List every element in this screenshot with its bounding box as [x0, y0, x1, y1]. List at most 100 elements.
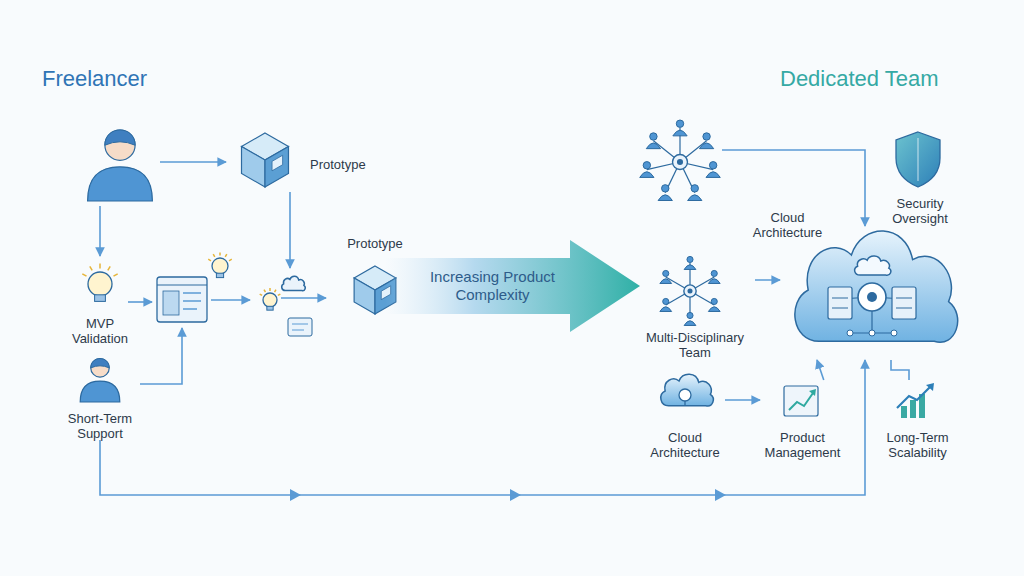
- flow-line: [140, 328, 182, 384]
- person-head: [663, 298, 669, 304]
- person-body: [88, 167, 153, 201]
- server-slot: [832, 298, 848, 299]
- flow-line: [211, 299, 250, 301]
- prototype-cube: Prototype: [230, 125, 380, 195]
- person-head: [691, 185, 698, 192]
- circuit-dot: [869, 330, 875, 336]
- person-head: [105, 130, 135, 160]
- node-label: Long-Term Scalability: [875, 430, 960, 460]
- node-label: MVP Validation: [60, 316, 140, 346]
- node-label: Product Management: [760, 430, 845, 460]
- trend-arrowhead: [809, 389, 816, 396]
- document-icon: [288, 318, 312, 336]
- person-head: [643, 162, 650, 169]
- growth-bar: [910, 400, 916, 418]
- network-hub: [684, 285, 696, 297]
- bulb-base: [216, 273, 223, 277]
- cube-left: [354, 278, 375, 314]
- bulb-glass: [212, 258, 228, 274]
- window-text-line: [183, 300, 201, 302]
- chart-frame: [784, 386, 818, 416]
- growth-chart: Long-Term Scalability: [875, 380, 960, 460]
- light-ray: [278, 294, 280, 295]
- window-header: [157, 285, 207, 286]
- node-label: Short-Term Support: [55, 411, 145, 441]
- arrow-shape: [385, 240, 640, 332]
- person-body: [684, 321, 696, 326]
- light-ray: [114, 274, 118, 276]
- growth-arrowhead: [926, 383, 934, 391]
- person-head: [91, 359, 109, 377]
- node-label: Cloud Architecture: [735, 210, 840, 240]
- cloud-stem: [684, 401, 685, 406]
- trend-line: [789, 393, 813, 410]
- growth-bar: [901, 406, 907, 418]
- node-label: Increasing Product Complexity: [410, 268, 575, 304]
- server-slot: [896, 298, 912, 299]
- person-head: [687, 256, 693, 262]
- server-slot: [832, 308, 848, 309]
- circuit-dot: [847, 330, 853, 336]
- section-heading: Dedicated Team: [780, 66, 939, 92]
- window-text-line: [183, 292, 201, 294]
- person-head: [711, 270, 717, 276]
- light-ray: [90, 266, 92, 270]
- person-body: [646, 143, 660, 149]
- node-label: Prototype: [330, 236, 420, 251]
- cube-panel: [272, 155, 283, 171]
- window-frame: [157, 277, 207, 322]
- person-body: [660, 307, 672, 312]
- cube-left: [242, 147, 265, 188]
- cloud-hub: [858, 283, 886, 311]
- connector-arrow: [891, 360, 909, 380]
- direction-chevron: [510, 489, 521, 501]
- network-hub-core: [677, 159, 683, 165]
- support-person: Short-Term Support: [55, 355, 145, 440]
- flow-line: [160, 161, 226, 163]
- window-text-line: [183, 308, 197, 310]
- bulb-base: [95, 295, 106, 302]
- management-chart: Product Management: [760, 380, 845, 460]
- cloud-icon: Cloud Architecture: [645, 375, 725, 460]
- bulb-base: [267, 306, 273, 310]
- person-head: [687, 312, 693, 318]
- person-body: [660, 279, 672, 284]
- person-body: [706, 172, 720, 178]
- circuit-dot: [891, 330, 897, 336]
- connector-arrow: [100, 360, 865, 495]
- shield-shape: [896, 132, 940, 187]
- light-ray: [264, 290, 265, 292]
- person-head: [663, 270, 669, 276]
- person-body: [699, 143, 713, 149]
- person-body: [708, 279, 720, 284]
- light-ray: [260, 294, 262, 295]
- shield-highlight: [917, 138, 918, 181]
- person-head: [709, 162, 716, 169]
- cloud-hub-core: [867, 292, 877, 302]
- flow-line: [281, 297, 326, 299]
- light-ray: [219, 252, 221, 255]
- node-icon: [780, 225, 965, 360]
- person-body: [80, 381, 120, 402]
- person-head: [711, 298, 717, 304]
- light-ray: [208, 259, 211, 261]
- connector-arrow: [817, 360, 824, 380]
- cube-right: [265, 147, 288, 188]
- growth-line: [897, 386, 931, 408]
- window-panel: [163, 291, 179, 315]
- node-label: Multi-Disciplinary Team: [635, 330, 755, 360]
- connector-arrow: [755, 279, 780, 281]
- server-slot: [896, 308, 912, 309]
- bulb-glass: [263, 293, 277, 307]
- cloud-shape: [282, 276, 306, 290]
- flow-line: [128, 301, 152, 303]
- person-hair: [91, 359, 109, 368]
- network-hub: [673, 155, 688, 170]
- server-rack: [828, 287, 852, 319]
- person-body: [640, 172, 654, 178]
- node-label: Security Oversight: [880, 196, 960, 226]
- cloud-hub: [679, 389, 691, 401]
- direction-chevron: [715, 489, 726, 501]
- light-ray: [229, 259, 232, 261]
